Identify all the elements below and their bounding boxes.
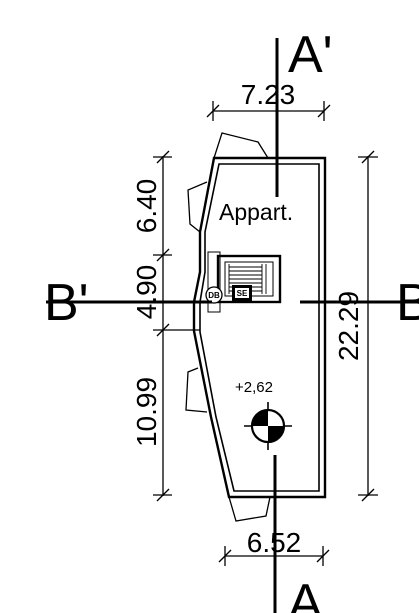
- room-label: Appart.: [219, 199, 293, 225]
- stair-core: [207, 251, 282, 313]
- section-mark-b-prime: B': [44, 274, 89, 332]
- dimension-left-middle-label: 4.90: [131, 265, 162, 320]
- dimension-bottom-width: [218, 546, 330, 566]
- balcony-top: [213, 132, 269, 159]
- stair-tag-circle: [205, 286, 223, 304]
- stair-tag-se: SE: [237, 289, 248, 298]
- room-label-bg: [218, 197, 316, 227]
- stair-shaft: [216, 254, 282, 304]
- stair-landing: [207, 251, 221, 313]
- stair-tags: DB SE: [205, 285, 252, 304]
- balcony-lower-left: [185, 367, 208, 413]
- level-marker-symbol: [244, 402, 292, 450]
- section-mark-a-prime: A': [288, 26, 333, 84]
- dimension-left-upper-label: 6.40: [131, 179, 162, 234]
- inner-wall: [199, 163, 320, 492]
- dimension-right-overall: [358, 150, 378, 502]
- dimension-top-width-label: 7.23: [241, 79, 296, 110]
- dimension-top-width: [206, 101, 331, 121]
- building-outline: [192, 156, 327, 499]
- balconies: [185, 132, 271, 522]
- dimension-left-lower-label: 10.99: [131, 377, 162, 447]
- balcony-bottom: [228, 496, 271, 522]
- section-mark-a: A: [288, 574, 323, 613]
- level-mark-label: +2,62: [235, 379, 273, 396]
- dimension-bottom-width-label: 6.52: [247, 527, 302, 558]
- dimension-left-chain: [153, 150, 200, 502]
- outer-wall: [192, 156, 327, 499]
- section-mark-b: B: [396, 274, 419, 332]
- stair-tag-db: DB: [208, 291, 220, 300]
- dimension-right-overall-label: 22.29: [333, 291, 364, 361]
- balcony-upper-left: [187, 181, 208, 233]
- section-line-a: [273, 38, 279, 613]
